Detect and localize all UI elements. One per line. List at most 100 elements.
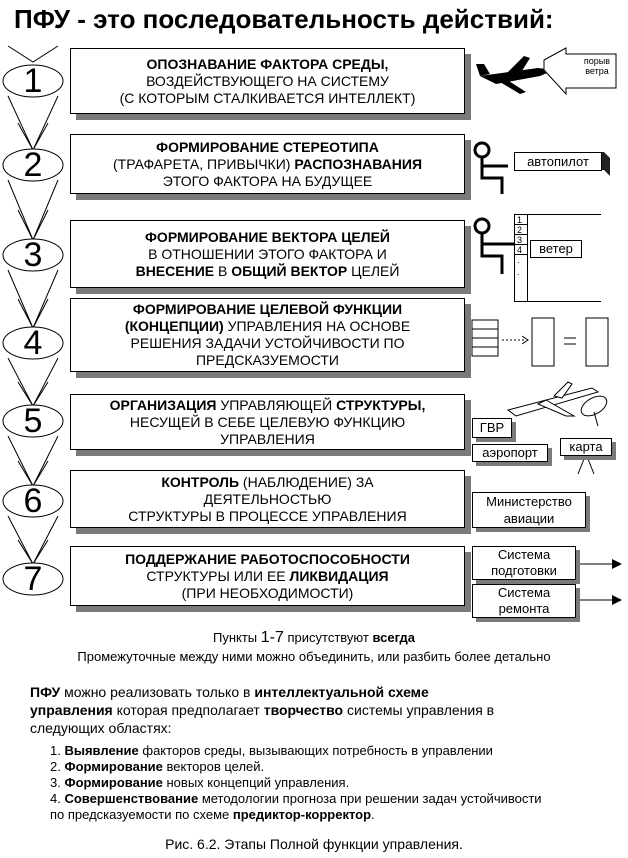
step-text-segment: УПРАВЛЕНИЯ НА ОСНОВЕ bbox=[223, 318, 411, 334]
step-text-segment: (ТРАФАРЕТА, ПРИВЫЧКИ) bbox=[112, 155, 295, 172]
vector-box-icon bbox=[531, 317, 555, 367]
repair-label-line2: ремонта bbox=[498, 601, 550, 616]
step-text-segment: (НАБЛЮДЕНИЕ) ЗА bbox=[239, 473, 374, 490]
summary-mid: присутствуют bbox=[283, 630, 373, 645]
operator-figure-3 bbox=[473, 217, 514, 274]
area-item-number: 3. bbox=[50, 775, 65, 790]
area-item-text: методологии прогноза при решении задач у… bbox=[198, 791, 542, 806]
flow-arrow bbox=[7, 95, 59, 152]
step-text-segment: ОПОЗНАВАНИЕ ФАКТОРА СРЕДЫ, bbox=[146, 55, 389, 72]
step-2-line: ЭТОГО ФАКТОРА НА БУДУЩЕЕ bbox=[71, 173, 464, 190]
step-text-segment: ПРЕДСКАЗУЕМОСТИ bbox=[195, 352, 339, 368]
summary-range: 1-7 bbox=[260, 629, 284, 646]
area-item-text: векторов целей. bbox=[162, 759, 265, 774]
notes-block: ПФУ можно реализовать только в интеллект… bbox=[30, 683, 620, 823]
area-item: 1. Выявление факторов среды, вызывающих … bbox=[50, 743, 620, 759]
airplane-icon bbox=[476, 56, 554, 94]
step-number-2: 2 bbox=[23, 146, 43, 184]
step-text-segment: В bbox=[214, 262, 232, 279]
step-ellipse bbox=[2, 404, 64, 438]
ministry-label: Министерство авиации bbox=[472, 492, 586, 528]
step-text-segment: ОРГАНИЗАЦИЯ bbox=[109, 396, 217, 413]
airport-label: аэропорт bbox=[472, 444, 548, 462]
seated-person-icon bbox=[473, 217, 514, 274]
intro-text-2: которая предполагает bbox=[112, 702, 264, 718]
step-1-line: (С КОТОРЫМ СТАЛКИВАЕТСЯ ИНТЕЛЛЕКТ) bbox=[71, 90, 464, 107]
step-text-segment: ЛИКВИДАЦИЯ bbox=[289, 567, 389, 584]
step-ellipses bbox=[2, 64, 64, 596]
step-1-line: ОПОЗНАВАНИЕ ФАКТОРА СРЕДЫ, bbox=[71, 56, 464, 73]
step-text-segment: (КОНЦЕПЦИИ) bbox=[124, 318, 224, 334]
step-text-segment: ФОРМИРОВАНИЕ ЦЕЛЕВОЙ ФУНКЦИИ bbox=[132, 301, 403, 317]
autopilot-label: автопилот bbox=[514, 152, 602, 171]
step-ellipse bbox=[2, 326, 64, 360]
step-6-line: ДЕЯТЕЛЬНОСТЬЮ bbox=[71, 491, 464, 508]
intro-text-4: следующих областях: bbox=[30, 720, 172, 736]
training-label-line1: Система bbox=[497, 547, 551, 562]
step-text-segment: УПРАВЛЕНИЯ bbox=[220, 430, 315, 447]
step-text-segment: ДЕЯТЕЛЬНОСТЬЮ bbox=[203, 490, 332, 507]
area-item-text: новых концепций управления. bbox=[162, 775, 350, 790]
intro-text-3: системы управления в bbox=[343, 702, 495, 718]
step-3-line: В ОТНОШЕНИИ ЭТОГО ФАКТОРА И bbox=[71, 246, 464, 263]
step-4-line: РЕШЕНИЯ ЗАДАЧИ УСТОЙЧИВОСТИ ПО bbox=[71, 335, 464, 352]
step-box-1: ОПОЗНАВАНИЕ ФАКТОРА СРЕДЫ,ВОЗДЕЙСТВУЮЩЕГ… bbox=[70, 48, 465, 114]
area-item-number: 4. bbox=[50, 791, 65, 806]
area-item-text: факторов среды, вызывающих потребность в… bbox=[138, 743, 493, 758]
area-item: 2. Формирование векторов целей. bbox=[50, 759, 620, 775]
area-item: 4. Совершенствование методологии прогноз… bbox=[50, 791, 620, 807]
gvr-label: ГВР bbox=[472, 418, 512, 438]
areas-list: 1. Выявление факторов среды, вызывающих … bbox=[30, 743, 620, 807]
step-text-segment: ЦЕЛЕЙ bbox=[347, 262, 400, 279]
intro-text-1: можно реализовать только в bbox=[60, 684, 255, 700]
step-text-segment: РЕШЕНИЯ ЗАДАЧИ УСТОЙЧИВОСТИ ПО bbox=[130, 335, 405, 351]
step-text-segment: (С КОТОРЫМ СТАЛКИВАЕТСЯ ИНТЕЛЛЕКТ) bbox=[119, 89, 416, 106]
ministry-label-line1: Министерство bbox=[486, 494, 572, 509]
step-ellipse bbox=[2, 238, 64, 272]
notes-intro: ПФУ можно реализовать только в интеллект… bbox=[30, 683, 620, 737]
step-7-line: СТРУКТУРЫ ИЛИ ЕЕ ЛИКВИДАЦИЯ bbox=[71, 568, 464, 585]
step-text-segment: В ОТНОШЕНИИ ЭТОГО ФАКТОРА И bbox=[148, 245, 387, 262]
step-number-4: 4 bbox=[23, 324, 43, 362]
page-title: ПФУ - это последовательность действий: bbox=[14, 4, 554, 34]
step-text-segment: СТРУКТУРЫ В ПРОЦЕССЕ УПРАВЛЕНИЯ bbox=[128, 507, 407, 524]
step-text-segment: РАСПОЗНАВАНИЯ bbox=[294, 155, 423, 172]
flow-arrow bbox=[7, 515, 59, 566]
seated-person-icon bbox=[473, 141, 508, 194]
step-number-6: 6 bbox=[23, 482, 43, 520]
flow-arrow bbox=[7, 179, 59, 242]
step-box-2: ФОРМИРОВАНИЕ СТЕРЕОТИПА(ТРАФАРЕТА, ПРИВЫ… bbox=[70, 134, 465, 194]
wind-gust-label: порыв ветра bbox=[583, 56, 611, 76]
step-5-line: НЕСУЩЕЙ В СЕБЕ ЦЕЛЕВУЮ ФУНКЦИЮ bbox=[71, 414, 464, 431]
step-text-segment: ЭТОГО ФАКТОРА НА БУДУЩЕЕ bbox=[162, 172, 373, 189]
step-5-line: ОРГАНИЗАЦИЯ УПРАВЛЯЮЩЕЙ СТРУКТУРЫ, bbox=[71, 397, 464, 414]
step-text-segment: СТРУКТУРЫ, bbox=[336, 396, 426, 413]
training-system-label: Система подготовки bbox=[472, 546, 576, 580]
flow-arrow bbox=[7, 269, 59, 330]
step-ellipse bbox=[2, 484, 64, 518]
intelligent-scheme-term: интеллектуальной схеме bbox=[254, 684, 429, 700]
vector-box-icon bbox=[585, 317, 609, 367]
satellite-dish-icon bbox=[580, 395, 608, 427]
step-7-line: (ПРИ НЕОБХОДИМОСТИ) bbox=[71, 585, 464, 602]
figure-caption: Рис. 6.2. Этапы Полной функции управлени… bbox=[165, 836, 463, 852]
step-text-segment: ФОРМИРОВАНИЕ ВЕКТОРА ЦЕЛЕЙ bbox=[144, 228, 390, 245]
item-4-end: . bbox=[371, 807, 375, 822]
step-text-segment: КОНТРОЛЬ bbox=[161, 473, 240, 490]
step-box-5: ОРГАНИЗАЦИЯ УПРАВЛЯЮЩЕЙ СТРУКТУРЫ,НЕСУЩЕ… bbox=[70, 394, 465, 450]
step-4-line: ПРЕДСКАЗУЕМОСТИ bbox=[71, 352, 464, 369]
aviation-structure-illustration bbox=[506, 381, 608, 475]
step-text-segment: ФОРМИРОВАНИЕ СТЕРЕОТИПА bbox=[156, 138, 379, 155]
item-4-continuation: по предсказуемости по схеме предиктор-ко… bbox=[30, 807, 620, 823]
map-label: карта bbox=[560, 438, 612, 456]
step-1-line: ВОЗДЕЙСТВУЮЩЕГО НА СИСТЕМУ bbox=[71, 73, 464, 90]
ministry-label-line2: авиации bbox=[503, 511, 555, 526]
goal-vector-item: . bbox=[517, 255, 520, 265]
step-text-segment: НЕСУЩЕЙ В СЕБЕ ЦЕЛЕВУЮ ФУНКЦИЮ bbox=[129, 413, 406, 430]
area-item-number: 2. bbox=[50, 759, 65, 774]
management-term: управления bbox=[30, 702, 113, 718]
step-6-line: СТРУКТУРЫ В ПРОЦЕССЕ УПРАВЛЕНИЯ bbox=[71, 508, 464, 525]
